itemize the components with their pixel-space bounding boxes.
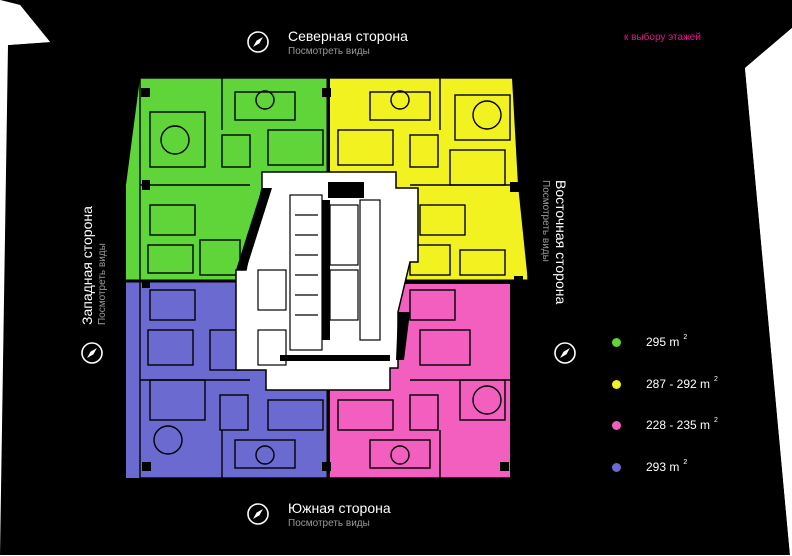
east-side-link[interactable]: Восточная сторона Посмотреть виды	[538, 180, 570, 380]
north-side-link[interactable]: Северная сторона Посмотреть виды	[288, 27, 408, 59]
legend-dot	[612, 420, 621, 430]
legend-label: 295 m	[646, 335, 680, 349]
compass-icon[interactable]	[80, 341, 104, 365]
north-side-title[interactable]: Северная сторона	[288, 28, 408, 44]
east-side-subtitle[interactable]: Посмотреть виды	[540, 180, 551, 262]
west-side-subtitle[interactable]: Посмотреть виды	[97, 243, 108, 325]
compass-icon[interactable]	[246, 30, 270, 54]
compass-icon[interactable]	[553, 341, 577, 365]
legend-dot	[612, 379, 621, 389]
back-to-floors-link[interactable]: к выбору этажей	[624, 32, 701, 43]
compass-icon[interactable]	[246, 502, 270, 526]
legend-sup: 2	[683, 458, 688, 466]
legend-item-228-235: 228 - 235 m 2	[612, 416, 718, 432]
legend-label: 228 - 235 m	[646, 418, 711, 432]
legend-label: 293 m	[646, 460, 680, 474]
legend-dot	[612, 462, 621, 472]
legend-dot	[612, 337, 621, 347]
north-side-subtitle[interactable]: Посмотреть виды	[288, 46, 370, 57]
south-side-subtitle[interactable]: Посмотреть виды	[288, 518, 370, 529]
west-side-title[interactable]: Западная сторона	[79, 206, 95, 325]
south-side-link[interactable]: Южная сторона Посмотреть виды	[288, 499, 391, 531]
legend-item-293: 293 m 2	[612, 458, 688, 474]
legend-item-287-292: 287 - 292 m 2	[612, 375, 718, 391]
east-side-title[interactable]: Восточная сторона	[553, 180, 569, 305]
legend-label: 287 - 292 m	[646, 377, 711, 391]
legend-sup: 2	[683, 333, 688, 341]
legend-item-295: 295 m 2	[612, 333, 688, 349]
legend-sup: 2	[714, 416, 718, 424]
west-side-link[interactable]: Западная сторона Посмотреть виды	[78, 125, 110, 325]
south-side-title[interactable]: Южная сторона	[288, 500, 391, 516]
legend-sup: 2	[714, 375, 718, 383]
